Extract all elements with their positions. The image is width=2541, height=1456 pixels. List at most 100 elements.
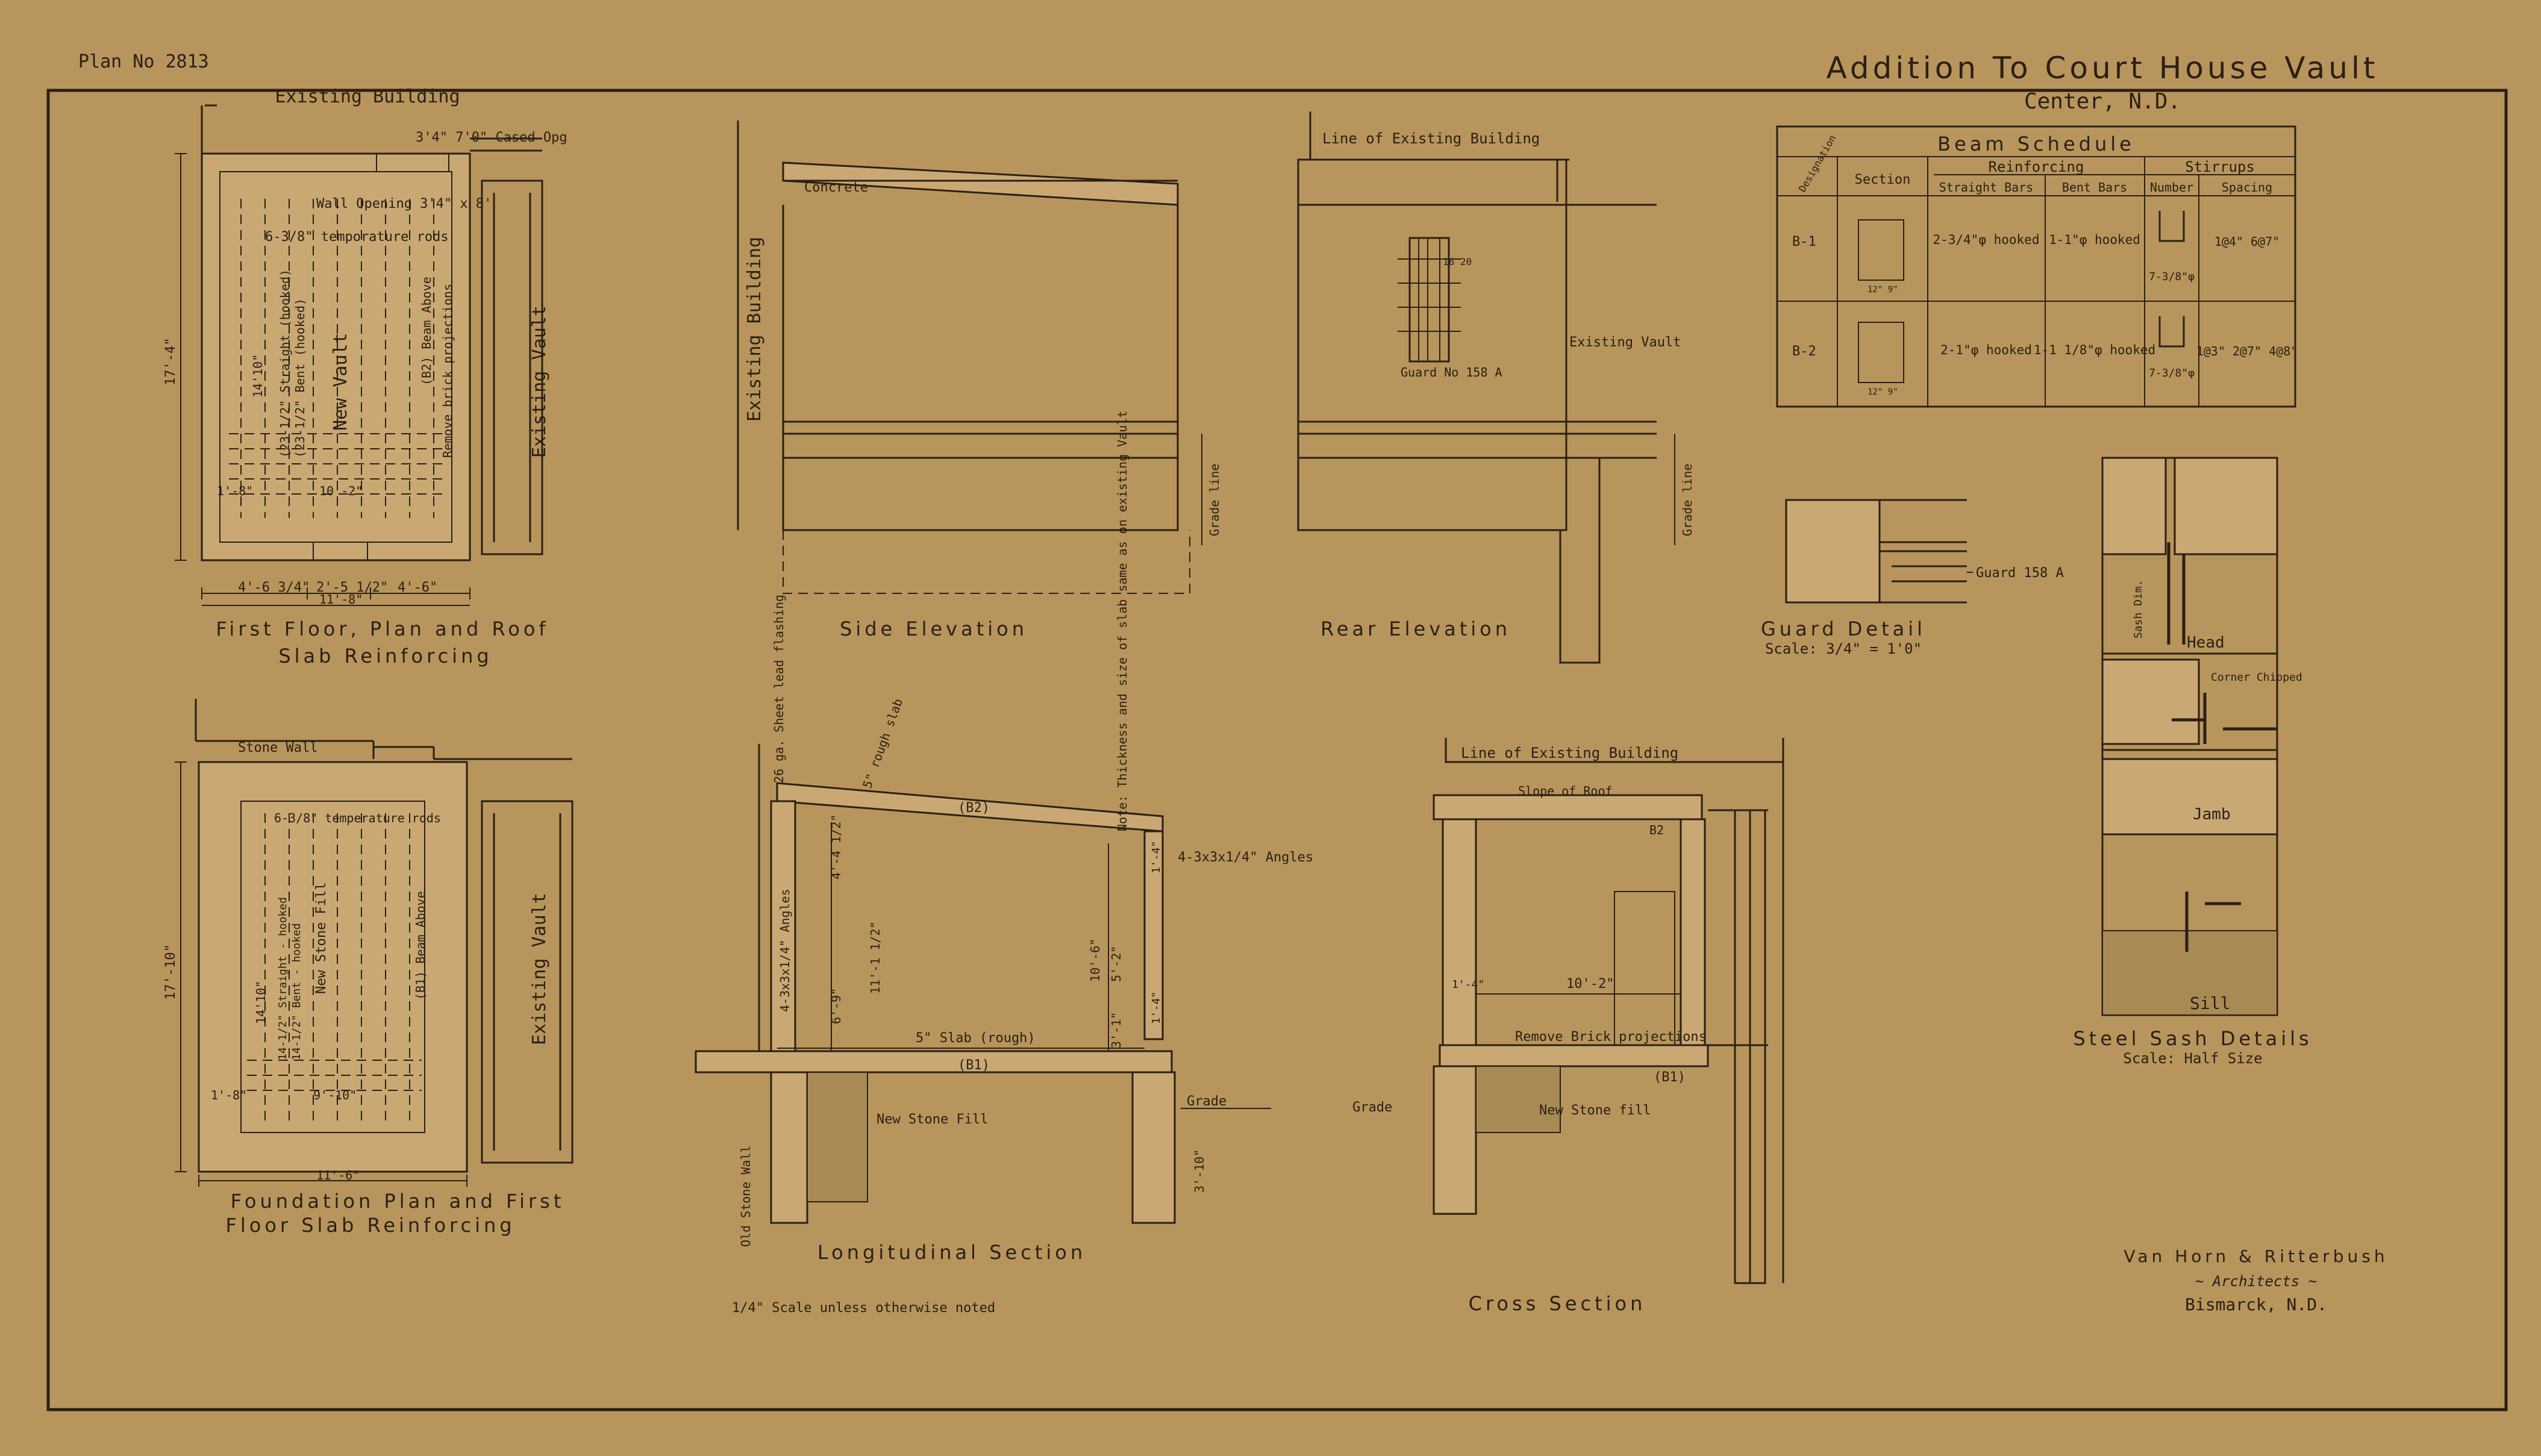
bs-b1-number: 7-3/8"φ — [2149, 270, 2195, 283]
bs-b1-section: 12" 9" — [1867, 285, 1898, 295]
bs-b2-section: 12" 9" — [1867, 387, 1898, 397]
ff-dim-c: 4'-6" — [398, 580, 437, 595]
cs-roof-slab — [1433, 794, 1703, 820]
ls-right-footing — [1131, 1071, 1176, 1224]
se-concrete: Concrete — [804, 180, 868, 195]
cs-door — [1614, 891, 1675, 1046]
cs-b1: (B1) — [1654, 1070, 1686, 1085]
ls-old-stone-wall: Old Stone Wall — [739, 1145, 753, 1247]
re-line-existing: Line of Existing Building — [1322, 130, 1540, 147]
gd-title: Guard Detail — [1761, 617, 1926, 640]
beam-schedule: Beam Schedule Reinforcing Stirrups Desig… — [1776, 125, 2298, 408]
ff-cased-opening: 3'4" 7'0" Cased Opg — [416, 130, 567, 145]
re-existing-vault-label: Existing Vault — [1569, 335, 1681, 350]
fd-rebar-horizontal — [247, 1060, 422, 1091]
fd-title-line1: Foundation Plan and First — [231, 1190, 565, 1213]
fd-rods-bent: 14-1/2" Bent - hooked — [290, 923, 303, 1060]
cs-left-wall — [1442, 818, 1477, 1046]
ls-angles-left: 4-3x3x1/4" Angles — [778, 889, 792, 1012]
ss-sill: Sill — [2190, 993, 2230, 1013]
ss-title: Steel Sash Details — [2073, 1027, 2312, 1050]
fd-existing-vault: Existing Vault — [529, 893, 550, 1045]
ff-existing-building: Existing Building — [275, 86, 460, 107]
fd-dim-inner: 14'10" — [254, 981, 268, 1024]
bs-b2-stirrup-shape — [2158, 316, 2185, 348]
cs-existing-vault-walls — [1708, 809, 1768, 1284]
bs-b2-spacing: 1@3" 2@7" 4@8" — [2196, 344, 2298, 358]
cs-width: 10'-2" — [1566, 976, 1614, 992]
sheet-border — [46, 89, 2508, 1411]
ls-floor-slab — [695, 1050, 1173, 1073]
foundation-plan: Stone Wall 6-3/8" temperature rods New S… — [163, 699, 574, 1237]
ff-outer-wall — [201, 152, 471, 561]
ff-dim-bottom-lines — [201, 587, 470, 606]
ff-top-lines — [201, 104, 542, 154]
ff-dim-width: 10'-2" — [319, 484, 363, 498]
bs-col-number: Number — [2150, 180, 2193, 195]
bs-col-straight: Straight Bars — [1939, 180, 2034, 195]
bs-b2-number: 7-3/8"φ — [2149, 367, 2195, 380]
re-guard: Guard No 158 A — [1401, 365, 1502, 380]
ls-slab-rough: 5" Slab (rough) — [916, 1031, 1036, 1046]
ls-dim-footing: 3'-10" — [1192, 1149, 1207, 1193]
ls-dim-lines — [777, 822, 1271, 1109]
ls-dim-sm2: 1'-4" — [1150, 992, 1163, 1024]
fd-beam-above: (B1) Beam Above — [413, 891, 428, 1000]
architect-role: ~ Architects ~ — [2195, 1273, 2317, 1290]
ls-title: Longitudinal Section — [817, 1241, 1086, 1264]
ls-flashing: 26 ga. Sheet lead flashing — [772, 595, 786, 783]
bs-b1-section-shape — [1858, 219, 1904, 281]
fd-outer-wall — [198, 761, 468, 1173]
fd-dim-height-line — [175, 761, 187, 1172]
ls-dim-h5: 3'-1" — [1109, 1012, 1124, 1048]
ff-opening — [376, 153, 449, 172]
ls-stone-fill — [807, 1072, 868, 1202]
ff-dim-wall: 1'-8" — [217, 484, 253, 498]
ss-head-frame — [2167, 542, 2186, 645]
ff-rods-straight: (23-1/2" Straight (hooked) — [278, 269, 292, 458]
bs-col-spacing: Spacing — [2222, 180, 2272, 195]
bs-col-section: Section — [1855, 172, 1911, 187]
re-window-note: 16 20 — [1443, 256, 1472, 267]
bs-frame — [1776, 125, 2296, 408]
ls-dim-h1: 6'-9" — [829, 988, 843, 1024]
ff-remove-brick: Remove brick projections — [440, 284, 455, 458]
ss-corner: Corner Chipped — [2211, 671, 2302, 684]
ls-new-stone-fill: New Stone Fill — [877, 1112, 988, 1127]
sheet-location: Center, N.D. — [2024, 89, 2181, 114]
ff-temp-rods: 6-3/8" temporature rods — [265, 230, 449, 245]
se-wall-outline — [782, 180, 1179, 531]
bs-b1-straight: 2-3/4"φ hooked — [1933, 233, 2039, 247]
bs-b2-bent: 1-1 1/8"φ hooked — [2034, 343, 2155, 357]
ff-rods-bent: (23-1/2" Bent (hooked) — [293, 298, 307, 458]
cs-line-existing: Line of Existing Building — [1461, 745, 1678, 761]
ss-jamb-wall-lower — [2101, 758, 2278, 836]
re-window — [1408, 237, 1450, 363]
cs-floor-slab — [1439, 1044, 1709, 1067]
se-existing-building: Existing Building — [744, 237, 765, 422]
ls-angles-top: 4-3x3x1/4" Angles — [1178, 850, 1313, 865]
ss-head-wall-right — [2174, 457, 2278, 555]
architect-city: Bismarck, N.D. — [2185, 1295, 2327, 1314]
cs-slope: Slope of Roof — [1518, 784, 1613, 798]
ff-dim-total: 11'-8" — [319, 592, 363, 607]
ff-existing-vault: Existing Vault — [529, 305, 550, 458]
bs-b2-straight: 2-1"φ hooked — [1940, 343, 2032, 357]
ls-b1: (B1) — [958, 1058, 990, 1073]
bs-b2-section-shape — [1858, 322, 1904, 383]
cs-title: Cross Section — [1469, 1292, 1646, 1315]
bs-row-b1: B-1 12" 9" 2-3/4"φ hooked 1-1"φ hooked 7… — [1792, 211, 2280, 295]
fd-title-line2: Floor Slab Reinforcing — [225, 1214, 515, 1237]
gd-lines — [1786, 499, 1967, 604]
scale-note: 1/4" Scale unless otherwise noted — [732, 1301, 995, 1316]
ss-sill-frame — [2185, 892, 2241, 952]
ss-jamb-frame — [2172, 693, 2277, 744]
sheet-title: Addition To Court House Vault — [1827, 51, 2379, 86]
fd-dim-wall: 1'-8" — [211, 1088, 247, 1102]
ls-b2: (B2) — [958, 801, 990, 816]
re-window-guard — [1398, 238, 1461, 361]
bs-col-bent: Bent Bars — [2062, 180, 2127, 195]
ff-rebar-vertical — [240, 199, 434, 518]
